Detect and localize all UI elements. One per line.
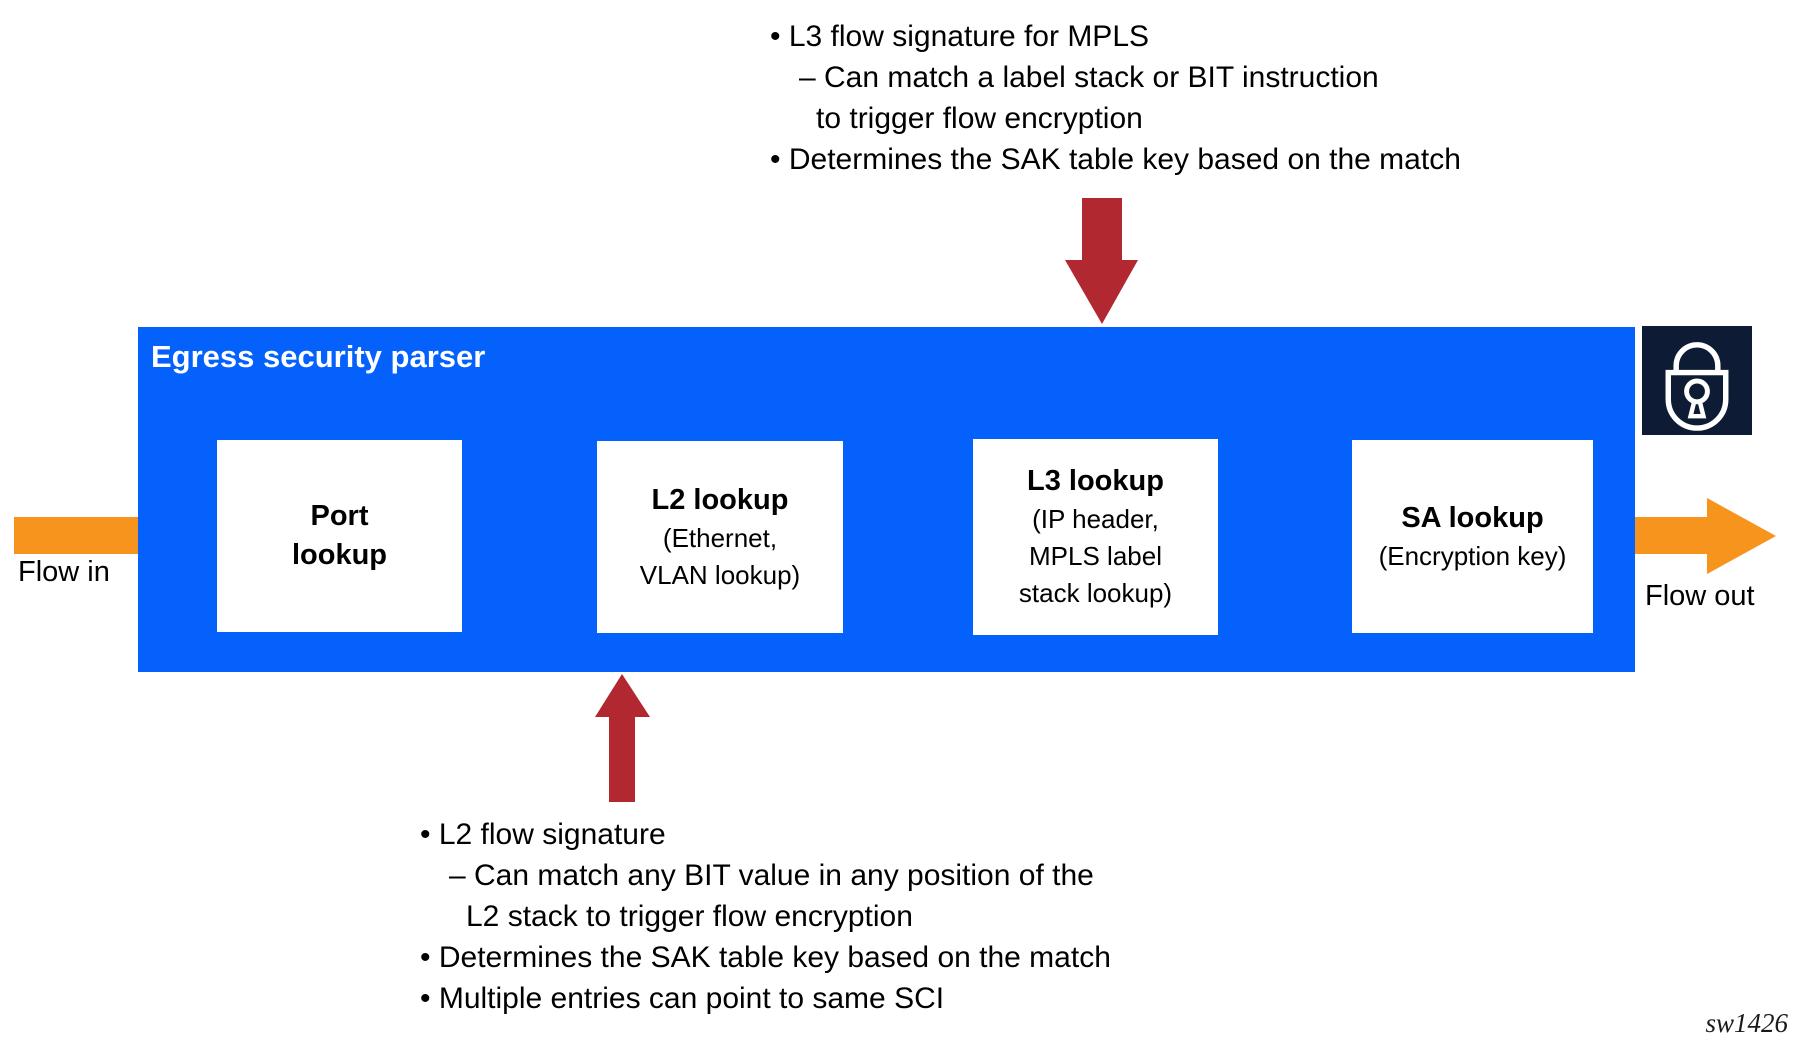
l3-annotation-down-arrow-icon (1065, 198, 1138, 324)
lock-icon (1642, 326, 1752, 435)
box-subtitle: (Ethernet, (662, 522, 778, 553)
port-lookup-box: Port lookup (217, 440, 462, 632)
figure-id-watermark: sw1426 (1705, 1008, 1788, 1038)
note-line: L2 stack to trigger flow encryption (466, 900, 913, 933)
box-title: L3 lookup (1027, 465, 1164, 497)
sa-lookup-box: SA lookup (Encryption key) (1352, 440, 1593, 633)
note-line: • Determines the SAK table key based on … (770, 143, 1461, 176)
note-line: • L3 flow signature for MPLS (770, 20, 1150, 53)
box-subtitle: MPLS label (1029, 541, 1162, 571)
l2-annotation-up-arrow-icon (595, 674, 650, 802)
note-line: to trigger flow encryption (816, 102, 1143, 135)
parser-panel-title: Egress security parser (151, 339, 486, 374)
box-title: SA lookup (1401, 501, 1544, 534)
box-subtitle: stack lookup) (1018, 578, 1173, 608)
note-line: – Can match a label stack or BIT instruc… (799, 61, 1379, 94)
box-title: lookup (291, 539, 388, 571)
box-subtitle: (IP header, (1032, 504, 1159, 534)
box-title: Port (310, 500, 369, 532)
l3-lookup-box: L3 lookup (IP header, MPLS label stack l… (973, 439, 1218, 635)
note-line: • Determines the SAK table key based on … (420, 941, 1111, 974)
box-subtitle: VLAN lookup) (639, 559, 801, 590)
box-subtitle: (Encryption key) (1378, 540, 1567, 571)
flow-out-label: Flow out (1645, 580, 1755, 612)
note-line: • L2 flow signature (420, 818, 666, 851)
l2-annotation-note: • L2 flow signature – Can match any BIT … (420, 814, 1111, 1019)
padlock-glyph (1665, 342, 1729, 431)
l2-lookup-box: L2 lookup (Ethernet, VLAN lookup) (597, 441, 843, 633)
note-line: • Multiple entries can point to same SCI (420, 982, 945, 1015)
box-title: L2 lookup (651, 483, 789, 516)
flow-in-label: Flow in (18, 556, 110, 588)
l3-annotation-note: • L3 flow signature for MPLS – Can match… (770, 16, 1461, 180)
note-line: – Can match any BIT value in any positio… (449, 859, 1094, 892)
